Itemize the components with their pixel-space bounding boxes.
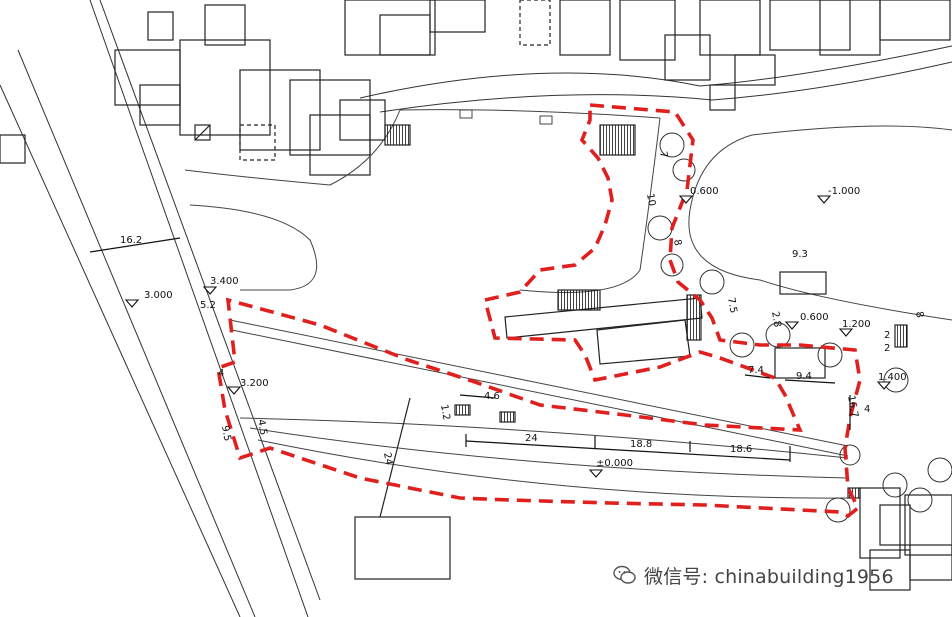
label-right-e-elevation: 1.400 [878,372,907,383]
label-dim-2-a: 2 [884,330,890,341]
dimension-lines [89,237,851,462]
label-dim-5-2: 5.2 [200,300,216,311]
label-dim-8-a: 8 [671,239,683,247]
label-right-a-elevation: 0.600 [690,186,719,197]
label-right-b-elevation: -1.000 [828,186,860,197]
label-dim-4: 4 [218,368,224,379]
label-right-d-elevation: 1.200 [842,319,871,330]
label-dim-24-horizontal: 24 [525,433,538,444]
boundary-upper-parcel [215,103,862,519]
site-boundary-red-dashed [215,103,862,519]
label-road-top-elevation: 3.400 [210,276,239,287]
buildings-top-left [0,4,386,176]
top-road-lines [359,45,952,113]
label-dim-2-b: 2 [884,343,890,354]
label-dim-24-vertical: 24 [381,452,394,466]
label-dim-18-8: 18.8 [630,439,652,450]
label-dim-7-5: 7.5 [725,297,739,315]
label-dim-4-5: 4.5 [255,419,269,437]
buildings-top-center [344,0,951,111]
label-dim-8-b: 8 [913,311,925,319]
lanes-lines [229,319,849,499]
plan-labels: 3.400 3.000 3.200 ±0.000 0.600 -1.000 0.… [120,151,925,469]
watermark-text: 微信号: chinabuilding1956 [644,565,894,588]
label-dim-18-6: 18.6 [730,444,752,455]
label-dim-9-5: 9.5 [219,425,233,443]
elevation-markers [124,195,892,478]
label-dim-7: 7 [657,151,669,159]
label-dim-4-6: 4.6 [484,391,500,402]
trees [647,132,952,523]
label-dim-2-8: 2.8 [769,311,783,329]
buildings-bottom-right [859,487,952,591]
label-plaza-base-elevation: ±0.000 [596,458,633,469]
label-right-c-elevation: 0.600 [800,312,829,323]
label-road-width: 16.2 [120,235,142,246]
label-dim-4-b: 4 [864,404,870,415]
label-dim-16-7: 16.7 [845,395,860,419]
label-dim-1-2: 1.2 [438,404,452,422]
label-road-left-elevation: 3.000 [144,290,173,301]
label-dim-10: 10 [644,193,657,207]
watermark: 微信号: chinabuilding1956 [612,560,947,590]
plaza-curves [184,109,952,321]
wechat-icon [613,565,636,584]
main-road-lines [0,0,321,617]
central-structures [354,124,908,580]
label-dim-9-3: 9.3 [792,249,808,260]
label-road-mid-elevation: 3.200 [240,378,269,389]
label-dim-9-4: 9.4 [796,371,812,382]
label-dim-7-4: 7.4 [748,365,764,376]
